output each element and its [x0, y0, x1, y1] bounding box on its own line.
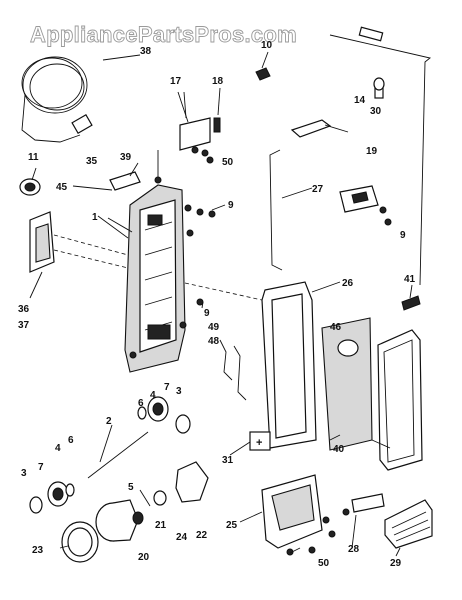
- label-5: 5: [128, 482, 134, 493]
- label-39: 39: [120, 152, 132, 163]
- motor-assembly: [61, 489, 167, 563]
- power-cord: [21, 54, 141, 143]
- label-18: 18: [212, 76, 224, 87]
- watermark: AppliancePartsPros.com: [30, 22, 297, 47]
- label-37: 37: [18, 320, 30, 331]
- label-46: 46: [330, 322, 342, 333]
- label-3-left: 3: [21, 468, 27, 479]
- label-10: 10: [261, 40, 273, 51]
- wheel-left: [29, 481, 75, 514]
- label-25: 25: [226, 520, 238, 531]
- label-7-right: 7: [164, 382, 170, 393]
- label-6-right: 6: [138, 398, 144, 409]
- label-40: 40: [333, 444, 345, 455]
- latch-part: [339, 185, 392, 226]
- label-4-left: 4: [55, 443, 61, 454]
- bracket-parts: [177, 87, 221, 164]
- label-30: 30: [370, 106, 382, 117]
- rod-part: [269, 149, 313, 271]
- label-9-right: 9: [400, 230, 406, 241]
- label-2: 2: [106, 416, 112, 427]
- label-19: 19: [366, 146, 378, 157]
- spring-clips: [219, 339, 247, 401]
- label-9-upper: 9: [228, 200, 234, 211]
- label-31: 31: [222, 455, 234, 466]
- label-28: 28: [348, 544, 360, 555]
- clip-part-top: [401, 295, 421, 311]
- label-35: 35: [86, 156, 98, 167]
- callout-labels: 38 10 17 18 14 30 11 35 39 50 19 45 27 9…: [18, 40, 416, 569]
- leader-lines: [31, 91, 413, 557]
- bag-door: [377, 329, 423, 471]
- label-22: 22: [196, 530, 208, 541]
- label-29: 29: [390, 558, 402, 569]
- label-45: 45: [56, 182, 68, 193]
- clip-part: [255, 51, 271, 81]
- label-3-right: 3: [176, 386, 182, 397]
- dust-bag: [321, 317, 373, 451]
- plate-part: [351, 493, 385, 513]
- label-21: 21: [155, 520, 167, 531]
- label-6-left: 6: [68, 435, 74, 446]
- wheel-right: [137, 396, 191, 434]
- cord-hook: [29, 211, 129, 299]
- knob-part: [19, 178, 41, 196]
- belt-part: [175, 461, 209, 503]
- label-11: 11: [28, 152, 39, 163]
- bag-housing-frame: [184, 281, 317, 449]
- screws-handle: [72, 150, 162, 191]
- label-17: 17: [170, 76, 182, 87]
- label-38: 38: [140, 46, 152, 57]
- label-26: 26: [342, 278, 354, 289]
- label-23: 23: [32, 545, 44, 556]
- label-1: 1: [92, 212, 98, 223]
- label-41: 41: [404, 274, 416, 285]
- bulb-part: [373, 77, 385, 99]
- label-7-left: 7: [38, 462, 44, 473]
- label-36: 36: [18, 304, 30, 315]
- bumper-part: [384, 499, 433, 549]
- main-body: [107, 184, 187, 373]
- label-27: 27: [312, 184, 324, 195]
- label-14: 14: [354, 95, 366, 106]
- label-part: +: [249, 431, 271, 451]
- label-50-top: 50: [222, 157, 234, 168]
- base-housing: [261, 474, 350, 556]
- cover-part: [290, 119, 332, 138]
- label-4-right: 4: [150, 390, 156, 401]
- svg-text:+: +: [256, 437, 262, 449]
- label-24: 24: [176, 532, 188, 543]
- label-20: 20: [138, 552, 150, 563]
- label-9-mid: 9: [204, 308, 210, 319]
- label-49: 49: [208, 322, 220, 333]
- label-48: 48: [208, 336, 220, 347]
- label-50-bottom: 50: [318, 558, 330, 569]
